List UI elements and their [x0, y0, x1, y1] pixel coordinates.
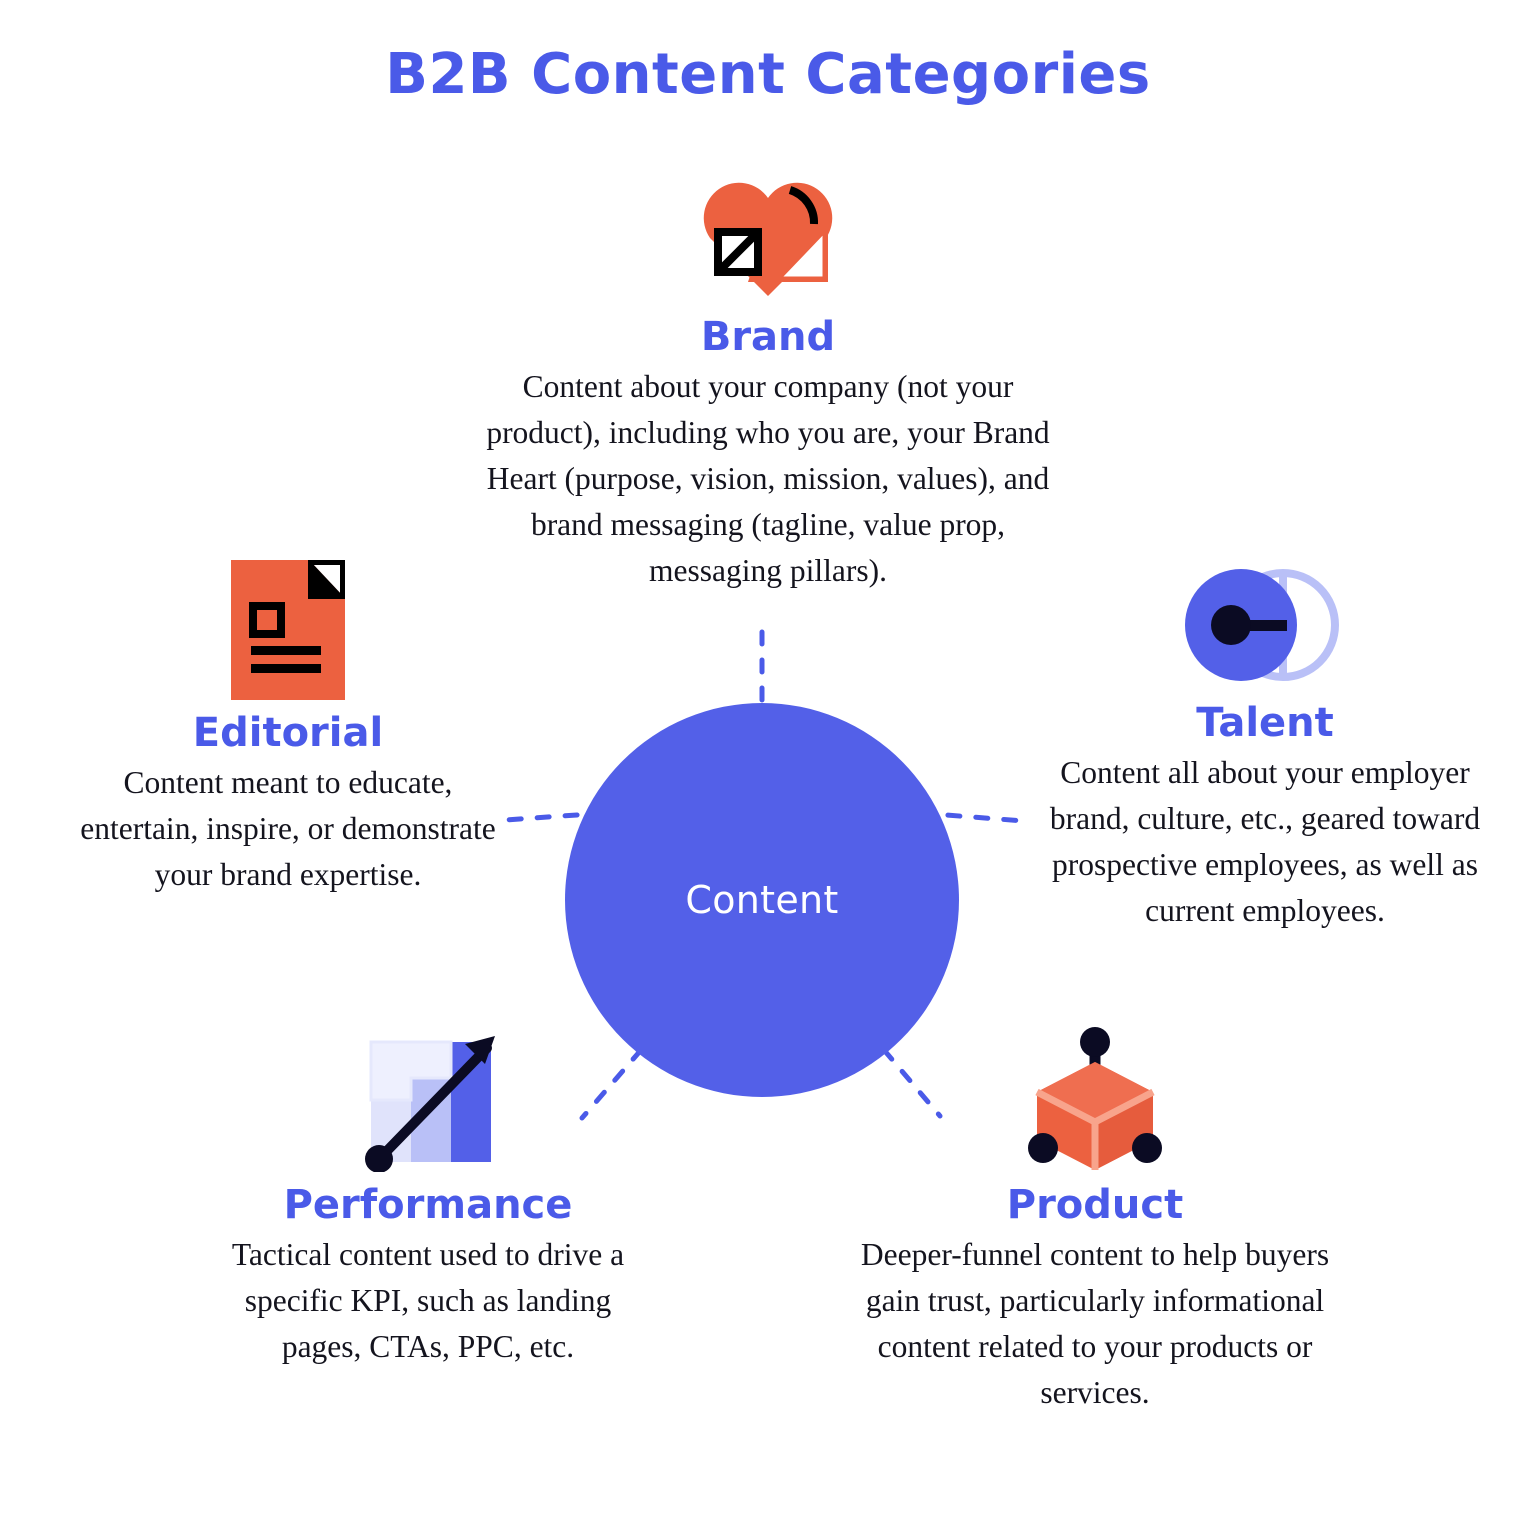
people-circles-icon: [1185, 569, 1339, 681]
category-editorial: Editorial Content meant to educate, ente…: [78, 560, 498, 898]
category-title-brand: Brand: [700, 314, 836, 360]
category-performance: Performance Tactical content used to dri…: [218, 1022, 638, 1370]
category-title-product: Product: [1006, 1182, 1184, 1228]
category-description-editorial: Content meant to educate, entertain, ins…: [80, 765, 496, 892]
cube-icon: [1028, 1027, 1162, 1170]
category-title-talent: Talent: [1196, 700, 1334, 746]
center-hub: Content: [565, 703, 959, 1097]
category-description-brand: Content about your company (not your pro…: [486, 369, 1050, 588]
category-brand: Brand Content about your company (not yo…: [468, 160, 1068, 594]
category-talent: Talent Content all about your employer b…: [1040, 560, 1490, 934]
category-product: Product Deeper-funnel content to help bu…: [845, 1022, 1345, 1416]
category-description-talent: Content all about your employer brand, c…: [1049, 755, 1481, 928]
category-title-performance: Performance: [283, 1182, 573, 1228]
category-description-product: Deeper-funnel content to help buyers gai…: [860, 1237, 1330, 1410]
document-icon: [231, 560, 345, 700]
category-description-performance: Tactical content used to drive a specifi…: [231, 1237, 625, 1364]
growth-chart-icon: [365, 1036, 495, 1172]
center-hub-label: Content: [685, 878, 839, 922]
category-title-editorial: Editorial: [192, 710, 384, 756]
page-title: B2B Content Categories: [385, 42, 1151, 107]
heart-icon: [703, 182, 833, 296]
